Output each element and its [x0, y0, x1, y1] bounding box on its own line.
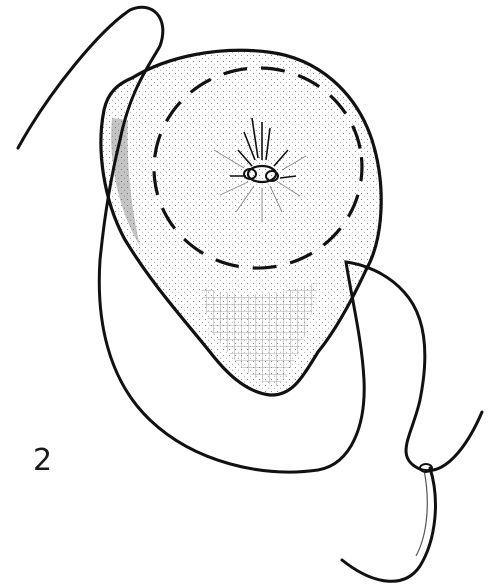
- curved-needle-icon: [342, 464, 435, 581]
- fruit-icon: [101, 50, 381, 395]
- step-number-label: 2: [33, 446, 52, 476]
